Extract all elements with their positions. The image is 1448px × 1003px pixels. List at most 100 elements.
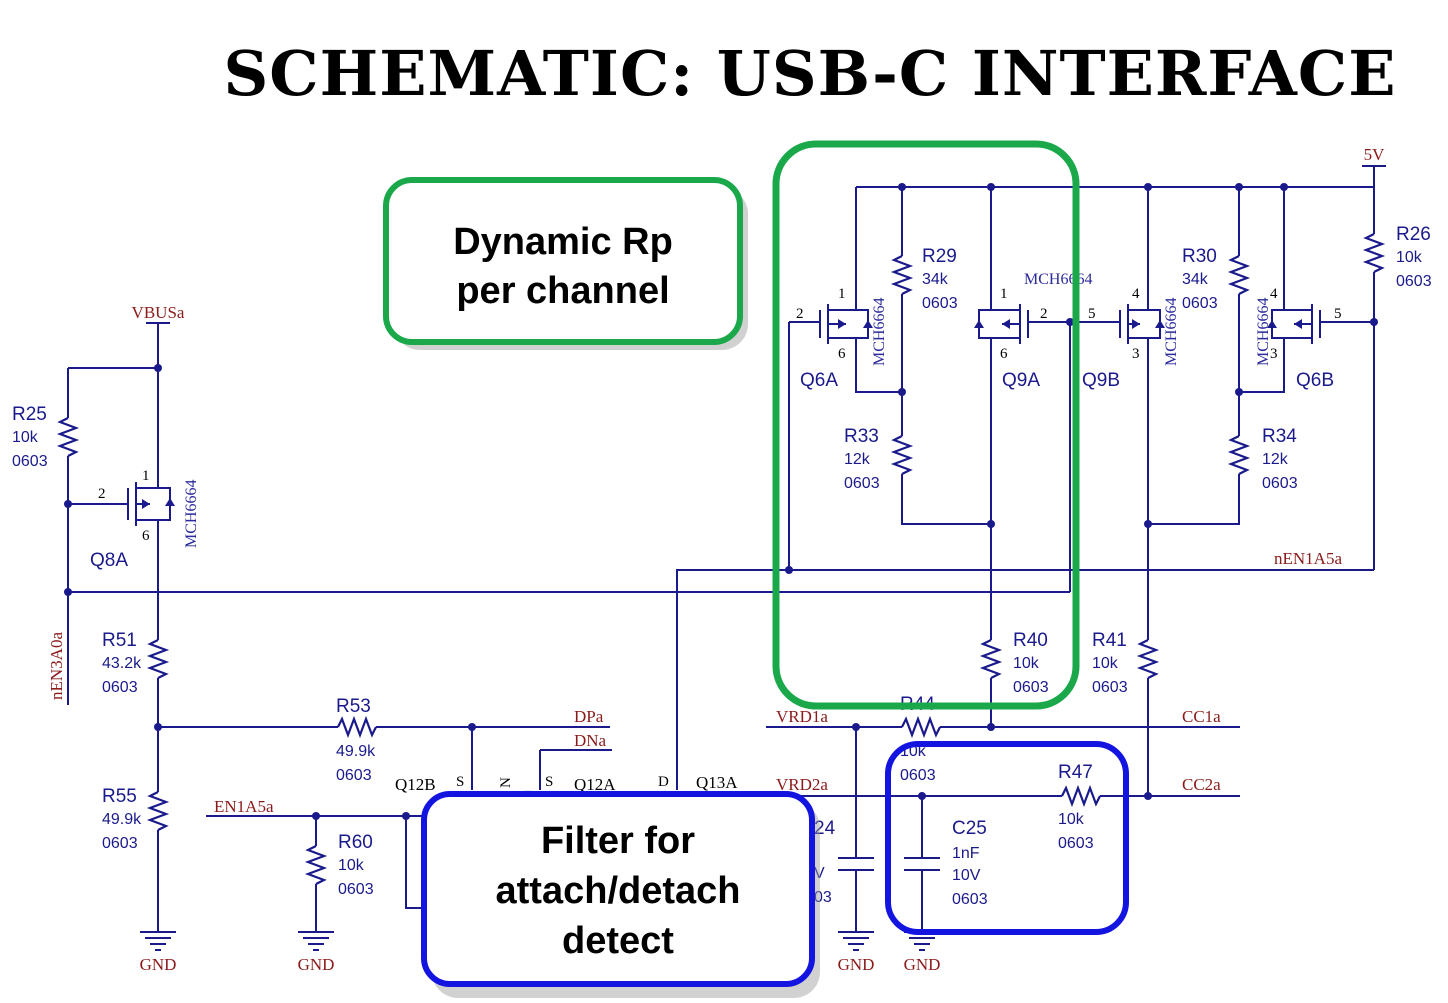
resistor-r60 — [304, 845, 328, 885]
wire — [539, 749, 612, 790]
pin-label: 3 — [1270, 346, 1278, 362]
part-number-q9a: MCH6664 — [1024, 271, 1092, 288]
ground-symbol — [838, 931, 874, 951]
mosfet-q9a — [974, 304, 1029, 640]
net-label-dn: DNa — [574, 731, 607, 750]
pin-label: N — [498, 777, 514, 788]
resistor-r26 — [1362, 233, 1386, 273]
net-label-cc2: CC2a — [1182, 775, 1221, 794]
resistor-r55-package: 0603 — [102, 835, 138, 852]
resistor-r60-value: 10k — [338, 857, 365, 874]
junction-dot — [1144, 792, 1152, 800]
pin-label: 5 — [1334, 306, 1342, 322]
resistor-r55-value: 49.9k — [102, 811, 142, 828]
pin-label: 1 — [838, 286, 846, 302]
callout-filter — [421, 791, 815, 987]
pin-label: 6 — [838, 346, 846, 362]
resistor-r44 — [901, 715, 941, 739]
net-label-vrd1: VRD1a — [776, 707, 828, 726]
resistor-r25-package: 0603 — [12, 453, 48, 470]
resistor-r29-ref: R29 — [922, 246, 957, 267]
resistor-r29-package: 0603 — [922, 295, 958, 312]
part-number-q6a: MCH6664 — [871, 298, 888, 366]
highlight-filter-region — [885, 741, 1129, 935]
transistor-q9a-label: Q9A — [1002, 370, 1040, 391]
resistor-r26-ref: R26 — [1396, 224, 1431, 245]
resistor-r26-value: 10k — [1396, 249, 1423, 266]
resistor-r53-value: 49.9k — [336, 743, 376, 760]
resistor-r30 — [1227, 255, 1251, 295]
net-label-cc1: CC1a — [1182, 707, 1221, 726]
capacitor-c25-ref: C25 — [952, 818, 987, 839]
resistor-r51-package: 0603 — [102, 679, 138, 696]
pin-label: 1 — [1000, 286, 1008, 302]
resistor-r33-package: 0603 — [844, 475, 880, 492]
transistor-q12a-label: Q12A — [574, 775, 616, 794]
vbus-symbol — [146, 322, 170, 368]
wire — [788, 321, 820, 570]
callout-dynamic-rp-line2: per channel — [456, 270, 669, 312]
net-label-vrd2: VRD2a — [776, 775, 828, 794]
resistor-r60-package: 0603 — [338, 881, 374, 898]
net-label-nen1a5: nEN1A5a — [1274, 549, 1342, 568]
transistor-q8a-label: Q8A — [90, 550, 128, 571]
net-label-nen3a0: nEN3A0a — [47, 632, 66, 700]
pin-label: 6 — [142, 528, 150, 544]
ground-symbol — [298, 931, 334, 951]
resistor-r25-value: 10k — [12, 429, 39, 446]
resistor-r41-ref: R41 — [1092, 630, 1127, 651]
pin-label: 5 — [1088, 306, 1096, 322]
capacitor-c24-ref: 24 — [814, 818, 836, 839]
resistor-r44-package: 0603 — [900, 767, 936, 784]
resistor-r29-value: 34k — [922, 271, 949, 288]
net-label-gnd: GND — [298, 955, 335, 974]
resistor-r53-package: 0603 — [336, 767, 372, 784]
mosfet-q6a — [819, 304, 873, 360]
resistor-r55-ref: R55 — [102, 786, 137, 807]
resistor-r33-value: 12k — [844, 451, 871, 468]
resistor-r30-value: 34k — [1182, 271, 1209, 288]
net-label-gnd: GND — [838, 955, 875, 974]
junction-dot — [987, 520, 995, 528]
callout-filter-line1: Filter for — [541, 820, 695, 862]
part-number-q6b: MCH6664 — [1255, 298, 1272, 366]
transistor-q12b-label: Q12B — [395, 775, 436, 794]
net-label-gnd: GND — [140, 955, 177, 974]
transistor-q13a-label: Q13A — [696, 773, 738, 792]
resistor-r51 — [146, 639, 170, 679]
resistor-r60-ref: R60 — [338, 832, 373, 853]
resistor-r34-package: 0603 — [1262, 475, 1298, 492]
net-label-dp: DPa — [574, 707, 604, 726]
pin-label: S — [545, 774, 553, 790]
junction-dot — [1370, 318, 1378, 326]
capacitor-c25-package: 0603 — [952, 891, 988, 908]
net-label-vbus: VBUSa — [132, 303, 185, 322]
pin-label: 3 — [1132, 346, 1140, 362]
resistor-r47-value: 10k — [1058, 811, 1085, 828]
junction-dot — [987, 723, 995, 731]
resistor-r53-ref: R53 — [336, 696, 371, 717]
capacitor-c24-package: 03 — [814, 889, 832, 906]
resistor-r40-value: 10k — [1013, 655, 1040, 672]
capacitor-c24 — [838, 857, 874, 871]
resistor-r29 — [890, 255, 914, 295]
resistor-r51-ref: R51 — [102, 630, 137, 651]
resistor-r34 — [1227, 435, 1251, 475]
wire — [855, 360, 902, 393]
resistor-r30-ref: R30 — [1182, 246, 1217, 267]
capacitor-c25-voltage: 10V — [952, 867, 981, 884]
net-label-gnd: GND — [904, 955, 941, 974]
resistor-r33-ref: R33 — [844, 426, 879, 447]
resistor-r40-ref: R40 — [1013, 630, 1048, 651]
highlight-dynamic-rp-region — [772, 140, 1080, 710]
capacitor-c25-value: 1nF — [952, 845, 980, 862]
callout-dynamic-rp — [383, 177, 743, 345]
mosfet-q8a — [127, 368, 175, 592]
capacitor-c25 — [904, 857, 940, 871]
mosfet-q9b — [1119, 304, 1165, 344]
pin-label: 6 — [1000, 346, 1008, 362]
resistor-r53 — [337, 715, 377, 739]
ground-symbol — [140, 931, 176, 951]
wire — [901, 474, 991, 525]
pin-label: 1 — [142, 468, 150, 484]
